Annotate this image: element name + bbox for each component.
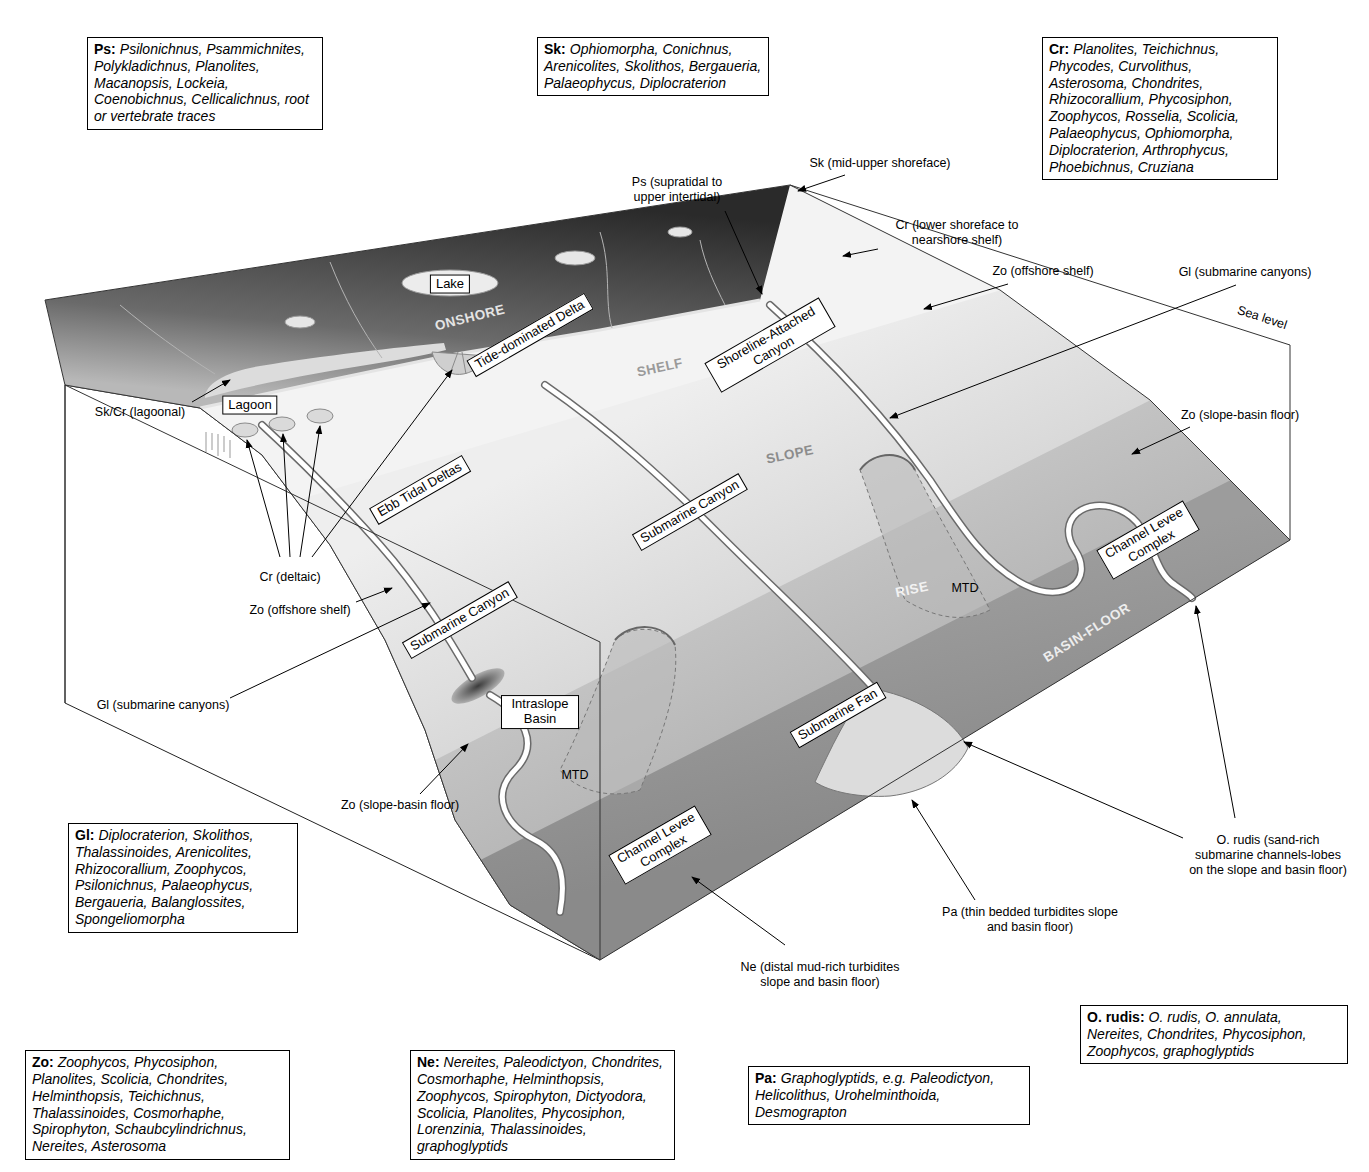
callout-text: Ne (distal mud-rich turbidites slope and… — [730, 960, 910, 990]
ichnofacies-code: Sk: — [544, 41, 566, 57]
callout-label: Sk/Cr (lagoonal) — [95, 405, 185, 420]
trace-fossil-list: Diplocraterion, Skolithos, Thalassinoide… — [75, 827, 253, 927]
feature-name: Submarine Canyon — [408, 586, 512, 655]
callout-text: Pa (thin bedded turbidites slope and bas… — [935, 905, 1125, 935]
feature-name: Submarine Fan — [796, 686, 880, 743]
feature-name: Shoreline-Attached Canyon — [711, 302, 830, 388]
ichnofacies-box: O. rudis:O. rudis, O. annulata, Nereites… — [1080, 1005, 1348, 1064]
callout-label: Sk (mid-upper shoreface) — [809, 156, 950, 171]
feature-label-box: Shoreline-Attached Canyon — [704, 297, 835, 392]
ichnofacies-code: Pa: — [755, 1070, 777, 1086]
feature-label-box: Submarine Canyon — [402, 581, 518, 659]
callout-label: O. rudis (sand-rich submarine channels-l… — [1188, 833, 1348, 878]
callout-text: Gl (submarine canyons) — [97, 698, 230, 713]
feature-label-box: Lagoon — [222, 396, 277, 415]
trace-fossil-list: Graphoglyptids, e.g. Paleodictyon, Helic… — [755, 1070, 994, 1120]
feature-label-box: Ebb Tidal Deltas — [369, 455, 471, 525]
trace-fossil-list: Planolites, Teichichnus, Phycodes, Curvo… — [1049, 41, 1239, 175]
callout-text: Sk (mid-upper shoreface) — [809, 156, 950, 171]
region-label: BASIN-FLOOR — [1041, 600, 1134, 666]
callout-text: Cr (deltaic) — [259, 570, 321, 585]
feature-label-box: Intraslope Basin — [501, 695, 579, 729]
callout-text: MTD — [951, 581, 978, 596]
callout-label: MTD — [951, 581, 978, 596]
callout-text: O. rudis (sand-rich submarine channels-l… — [1188, 833, 1348, 878]
region-name: BASIN-FLOOR — [1041, 600, 1134, 666]
feature-name: Channel Levee Complex — [614, 810, 705, 880]
ichnofacies-box: Gl:Diplocraterion, Skolithos, Thalassino… — [68, 823, 298, 933]
feature-name: Lake — [436, 277, 464, 292]
callout-text: Zo (slope-basin floor) — [341, 798, 459, 813]
callout-label: Zo (slope-basin floor) — [1181, 408, 1299, 423]
ichnofacies-code: Zo: — [32, 1054, 54, 1070]
callout-label: Pa (thin bedded turbidites slope and bas… — [935, 905, 1125, 935]
region-name: ONSHORE — [433, 301, 507, 334]
callout-text: Cr (lower shoreface to nearshore shelf) — [882, 218, 1032, 248]
ichnofacies-box: Zo:Zoophycos, Phycosiphon, Planolites, S… — [25, 1050, 290, 1160]
callout-label: Zo (offshore shelf) — [992, 264, 1093, 279]
ichnofacies-code: Ps: — [94, 41, 116, 57]
ichnofacies-box: Cr:Planolites, Teichichnus, Phycodes, Cu… — [1042, 37, 1278, 180]
trace-fossil-list: Zoophycos, Phycosiphon, Planolites, Scol… — [32, 1054, 247, 1154]
feature-label-box: Submarine Canyon — [632, 473, 748, 551]
region-name: RISE — [894, 579, 930, 602]
callout-text: Zo (offshore shelf) — [992, 264, 1093, 279]
callout-label: Cr (deltaic) — [259, 570, 321, 585]
ichnofacies-code: Gl: — [75, 827, 94, 843]
feature-name: Submarine Canyon — [638, 478, 742, 547]
trace-fossil-list: Psilonichnus, Psammichnites, Polykladich… — [94, 41, 309, 124]
ichnofacies-box: Ne:Nereites, Paleodictyon, Chondrites, C… — [410, 1050, 675, 1160]
ichnofacies-code: O. rudis: — [1087, 1009, 1145, 1025]
region-label: ONSHORE — [433, 301, 507, 334]
region-label: RISE — [894, 579, 930, 602]
feature-name: Channel Levee Complex — [1102, 505, 1193, 575]
ichnofacies-code: Ne: — [417, 1054, 440, 1070]
feature-label-box: Channel Levee Complex — [1096, 500, 1200, 579]
feature-name: Intraslope Basin — [507, 697, 573, 727]
ichnofacies-box: Sk:Ophiomorpha, Conichnus, Arenicolites,… — [537, 37, 769, 96]
callout-label: Ps (supratidal to upper intertidal) — [617, 175, 737, 205]
ichnofacies-box: Ps:Psilonichnus, Psammichnites, Polyklad… — [87, 37, 323, 130]
callout-text: Zo (slope-basin floor) — [1181, 408, 1299, 423]
feature-label-box: Channel Levee Complex — [608, 805, 712, 884]
trace-fossil-list: Ophiomorpha, Conichnus, Arenicolites, Sk… — [544, 41, 761, 91]
callout-label: Cr (lower shoreface to nearshore shelf) — [882, 218, 1032, 248]
callout-label: Gl (submarine canyons) — [1179, 265, 1312, 280]
region-name: SHELF — [635, 355, 684, 381]
ichnofacies-code: Cr: — [1049, 41, 1069, 57]
callout-label: Zo (offshore shelf) — [249, 603, 350, 618]
callout-label: Sea level — [1235, 303, 1289, 333]
feature-label-box: Lake — [430, 275, 470, 294]
callout-text: Ps (supratidal to upper intertidal) — [617, 175, 737, 205]
callout-text: MTD — [561, 768, 588, 783]
region-label: SHELF — [635, 355, 684, 381]
region-name: SLOPE — [765, 442, 816, 468]
callout-label: MTD — [561, 768, 588, 783]
callout-label: Ne (distal mud-rich turbidites slope and… — [730, 960, 910, 990]
ichnofacies-box: Pa:Graphoglyptids, e.g. Paleodictyon, He… — [748, 1066, 1030, 1125]
callout-text: Sea level — [1235, 303, 1289, 333]
feature-name: Lagoon — [228, 398, 271, 413]
feature-name: Ebb Tidal Deltas — [375, 460, 464, 520]
callout-text: Sk/Cr (lagoonal) — [95, 405, 185, 420]
feature-label-box: Submarine Fan — [790, 682, 887, 749]
region-label: SLOPE — [765, 442, 816, 468]
callout-label: Zo (slope-basin floor) — [341, 798, 459, 813]
callout-label: Gl (submarine canyons) — [97, 698, 230, 713]
callout-text: Gl (submarine canyons) — [1179, 265, 1312, 280]
trace-fossil-list: Nereites, Paleodictyon, Chondrites, Cosm… — [417, 1054, 663, 1154]
callout-text: Zo (offshore shelf) — [249, 603, 350, 618]
